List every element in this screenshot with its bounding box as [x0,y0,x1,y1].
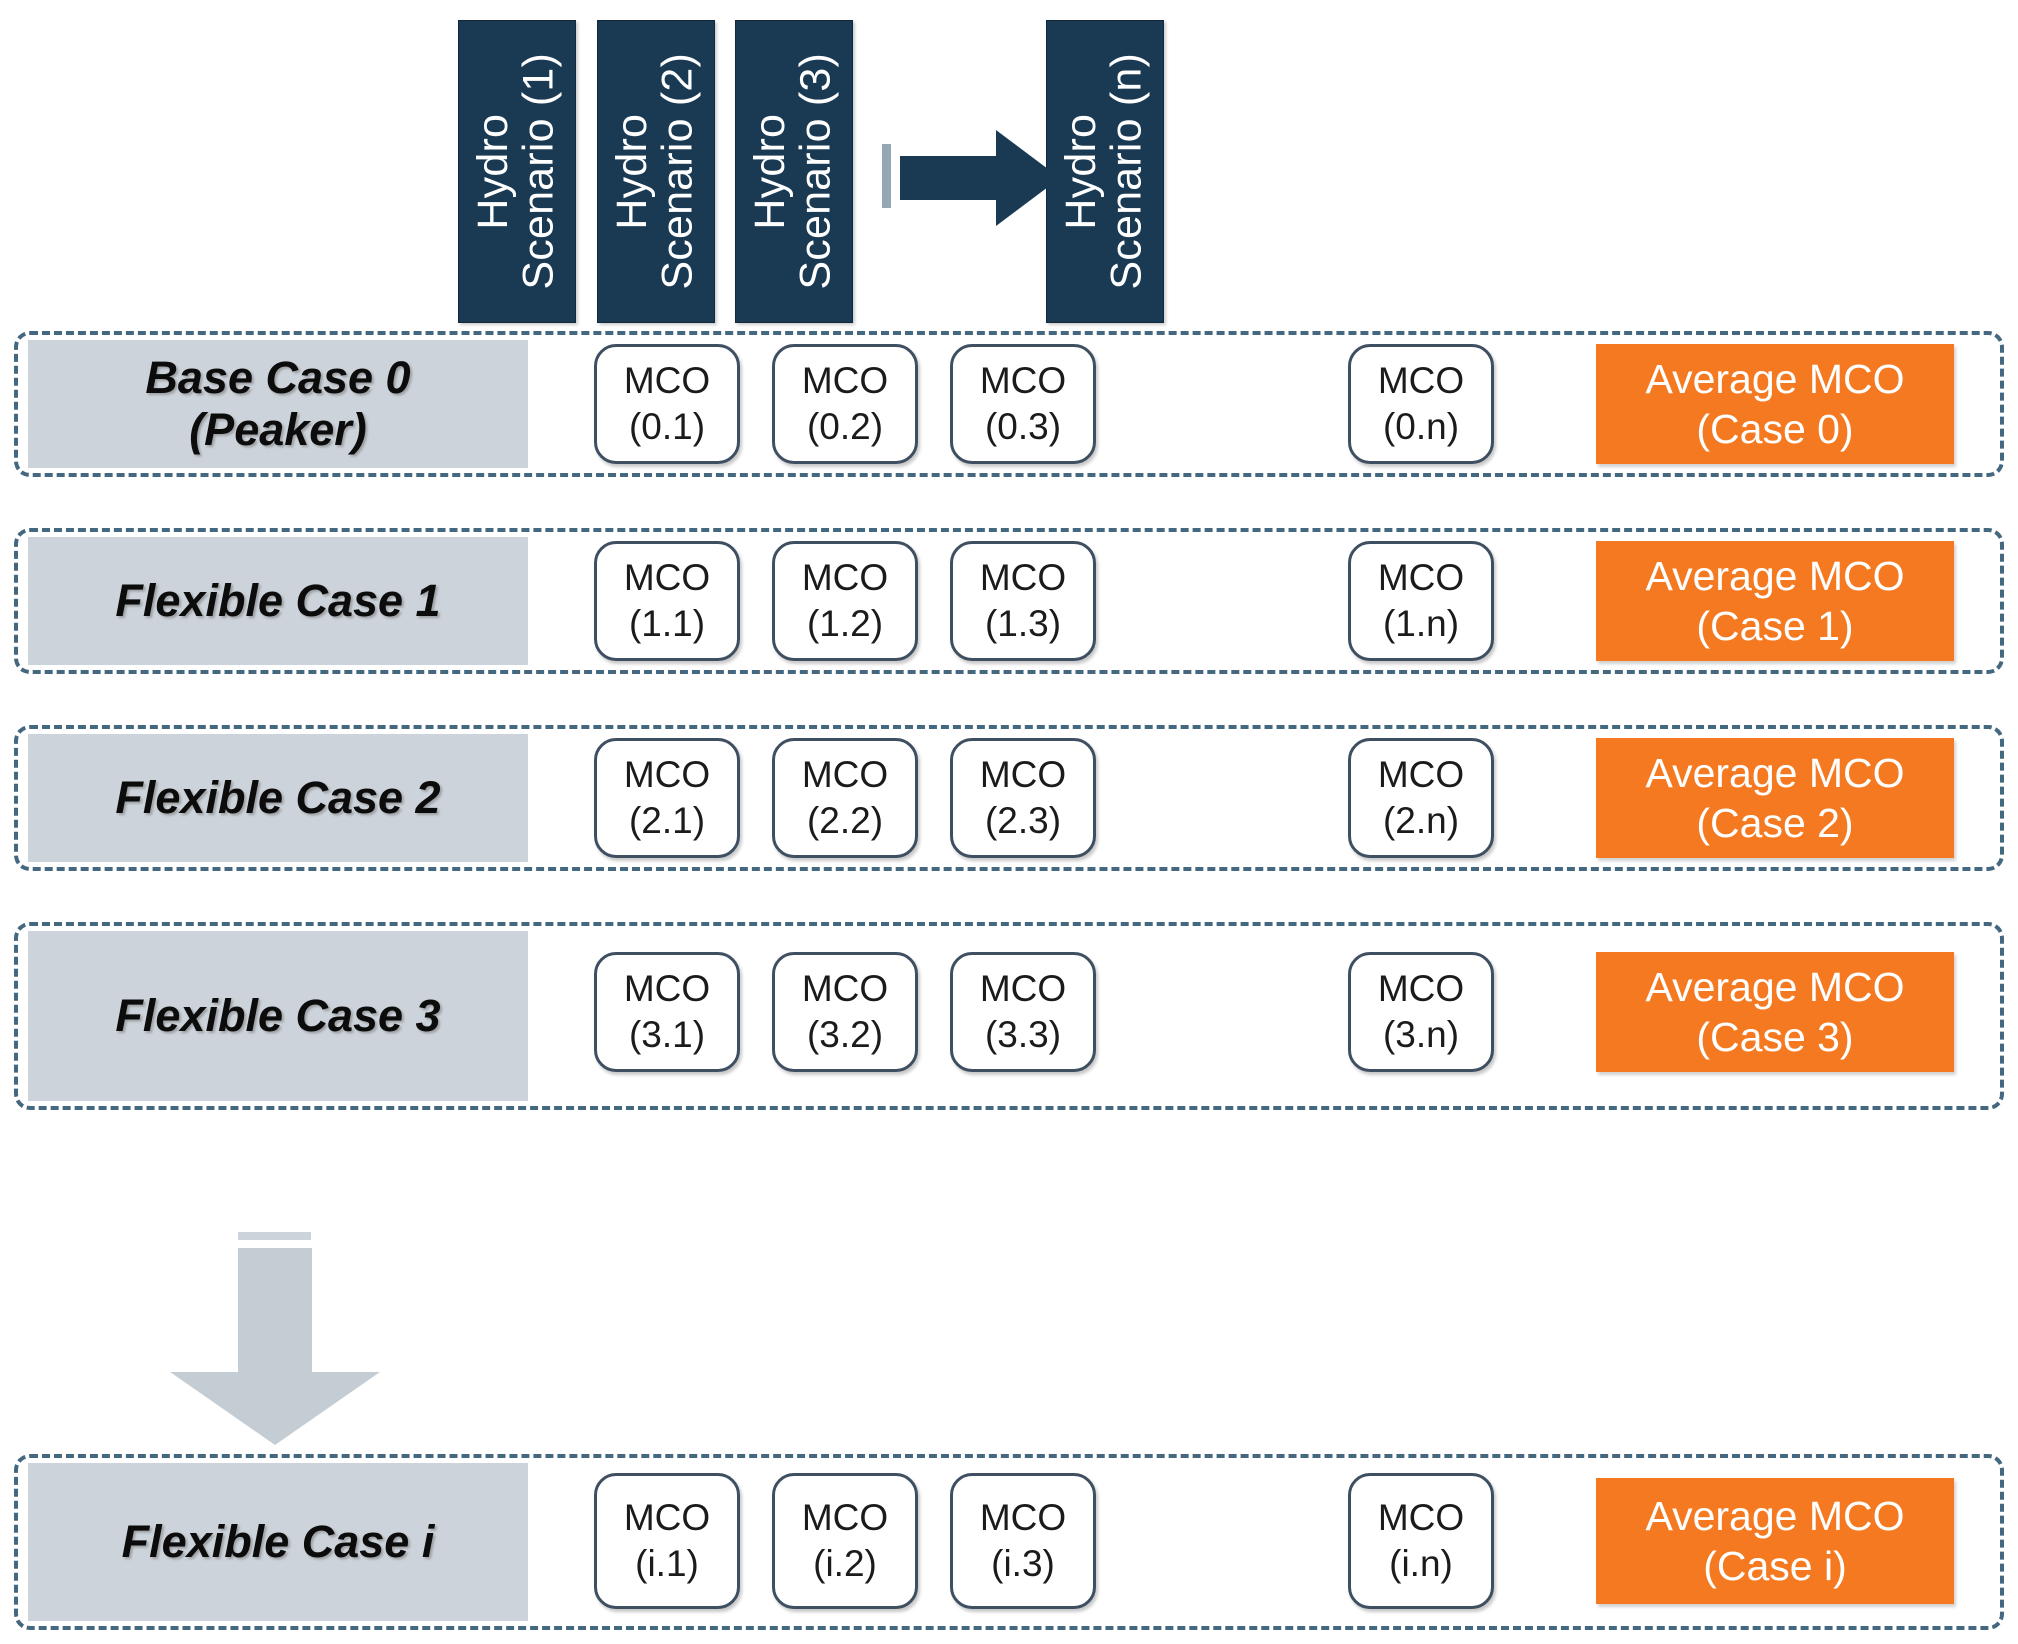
mco-cell-3-2: MCO (3.2) [772,952,918,1072]
case-label-2: Flexible Case 2 [28,734,528,862]
hydro-scenario-2-header: Hydro Scenario (2) [597,20,715,323]
mco-cell-3-n: MCO (3.n) [1348,952,1494,1072]
mco-cell-0-n: MCO (0.n) [1348,344,1494,464]
case-label-3: Flexible Case 3 [28,931,528,1101]
mco-cell-4-1: MCO (i.1) [594,1473,740,1609]
mco-cell-3-3: MCO (3.3) [950,952,1096,1072]
hydro-scenario-n-header: Hydro Scenario (n) [1046,20,1164,323]
average-mco-0: Average MCO (Case 0) [1596,344,1954,464]
mco-cell-4-2: MCO (i.2) [772,1473,918,1609]
case-label-1: Flexible Case 1 [28,537,528,665]
mco-cell-4-3: MCO (i.3) [950,1473,1096,1609]
mco-cell-0-3: MCO (0.3) [950,344,1096,464]
mco-cell-2-3: MCO (2.3) [950,738,1096,858]
mco-cell-2-2: MCO (2.2) [772,738,918,858]
average-mco-4: Average MCO (Case i) [1596,1478,1954,1604]
case-label-4: Flexible Case i [28,1463,528,1621]
average-mco-2: Average MCO (Case 2) [1596,738,1954,858]
mco-cell-4-n: MCO (i.n) [1348,1473,1494,1609]
case-row-3 [14,922,2004,1110]
mco-cell-0-2: MCO (0.2) [772,344,918,464]
case-row-0 [14,331,2004,477]
mco-cell-2-n: MCO (2.n) [1348,738,1494,858]
mco-cell-1-1: MCO (1.1) [594,541,740,661]
case-row-1 [14,528,2004,674]
mco-cell-3-1: MCO (3.1) [594,952,740,1072]
right-arrow-icon [900,128,1060,228]
hydro-scenario-3-header: Hydro Scenario (3) [735,20,853,323]
mco-cell-1-n: MCO (1.n) [1348,541,1494,661]
case-row-2 [14,725,2004,871]
right-arrow-tick [882,144,891,208]
case-label-0: Base Case 0 (Peaker) [28,340,528,468]
mco-cell-0-1: MCO (0.1) [594,344,740,464]
hydro-scenario-1-label: Hydro Scenario (1) [469,53,563,290]
mco-cell-1-3: MCO (1.3) [950,541,1096,661]
mco-cell-2-1: MCO (2.1) [594,738,740,858]
hydro-scenario-2-label: Hydro Scenario (2) [608,53,702,290]
hydro-scenario-1-header: Hydro Scenario (1) [458,20,576,323]
down-arrow-icon [170,1248,380,1445]
average-mco-1: Average MCO (Case 1) [1596,541,1954,661]
mco-cell-1-2: MCO (1.2) [772,541,918,661]
average-mco-3: Average MCO (Case 3) [1596,952,1954,1072]
hydro-scenario-n-label: Hydro Scenario (n) [1057,53,1151,290]
down-arrow-tick [238,1232,311,1240]
case-row-4 [14,1454,2004,1630]
hydro-scenario-3-label: Hydro Scenario (3) [746,53,840,290]
